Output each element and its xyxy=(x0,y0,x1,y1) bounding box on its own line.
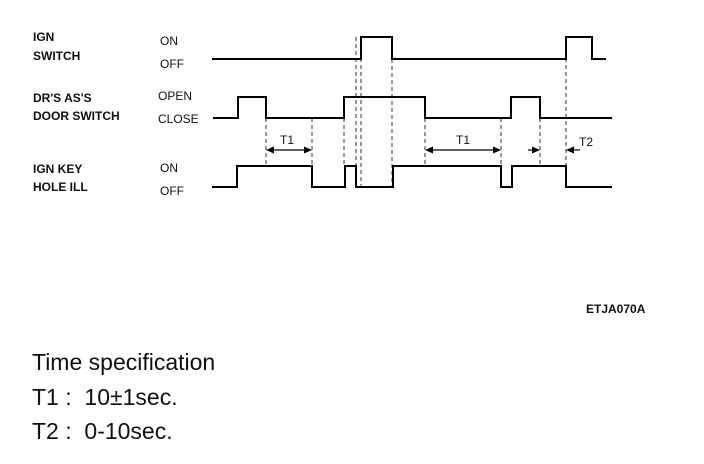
signal-3-waveform xyxy=(212,165,612,188)
spec-t1: T1 : 10±1sec. xyxy=(32,384,178,410)
signal-3-name-line-2: HOLE ILL xyxy=(33,180,88,194)
interval-label-1: T1 xyxy=(280,133,294,147)
interval-t1-second xyxy=(425,146,501,154)
signal-1-name-line-1: IGN xyxy=(33,30,54,44)
figure-code: ETJA070A xyxy=(586,302,646,316)
signal-1-high-label: ON xyxy=(160,34,178,48)
signal-2-low-label: CLOSE xyxy=(158,112,199,126)
signal-2-name-line-2: DOOR SWITCH xyxy=(33,109,120,123)
spec-title: Time specification xyxy=(32,349,216,375)
interval-label-2: T1 xyxy=(456,133,470,147)
interval-label-3: T2 xyxy=(579,135,593,149)
signal-3-high-label: ON xyxy=(160,161,178,175)
spec-t2: T2 : 0-10sec. xyxy=(32,418,173,444)
signal-2-high-label: OPEN xyxy=(158,89,192,103)
signal-3-low-label: OFF xyxy=(160,184,184,198)
interval-t2 xyxy=(528,146,580,154)
signal-1-name-line-2: SWITCH xyxy=(33,49,80,63)
signal-2-waveform xyxy=(213,96,612,119)
signal-3-name-line-1: IGN KEY xyxy=(33,162,82,176)
signal-2-name-line-1: DR'S AS'S xyxy=(33,91,92,105)
signal-1-waveform xyxy=(212,36,606,60)
interval-t1-first xyxy=(266,146,312,154)
signal-1-low-label: OFF xyxy=(160,57,184,71)
